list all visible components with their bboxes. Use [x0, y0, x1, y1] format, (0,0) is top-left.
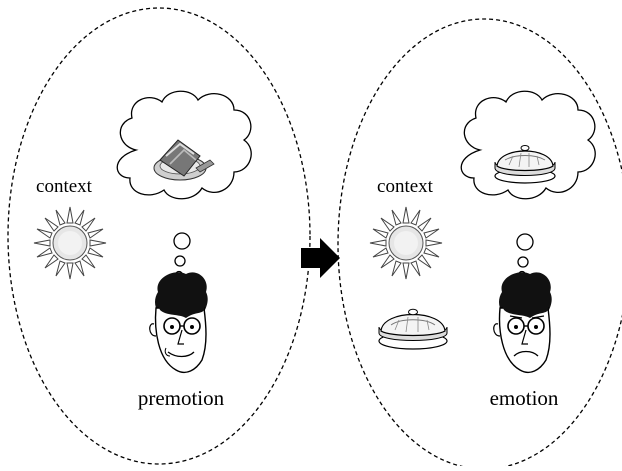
- cake-slice-on-plate-icon: [153, 139, 215, 181]
- covered-pie-icon: [494, 145, 556, 184]
- right-person-label: emotion: [490, 386, 559, 410]
- man-face-icon: [149, 272, 208, 374]
- left-context-label: context: [36, 176, 93, 197]
- sun-icon: [369, 206, 443, 280]
- right-arrow-icon: [301, 238, 340, 278]
- left-thought-bubbles: [173, 232, 191, 280]
- right-thought-bubbles: [516, 233, 534, 280]
- right-thought-cloud: [460, 90, 596, 200]
- right-context-label: context: [377, 176, 434, 197]
- left-panel: preview context: [7, 7, 311, 465]
- left-ellipse: [7, 7, 311, 465]
- left-person-label: premotion: [138, 386, 225, 410]
- man-face-worried-icon: [493, 272, 552, 374]
- sun-icon: [33, 206, 107, 280]
- right-panel: view context: [337, 18, 622, 470]
- covered-pie-icon: [378, 308, 448, 350]
